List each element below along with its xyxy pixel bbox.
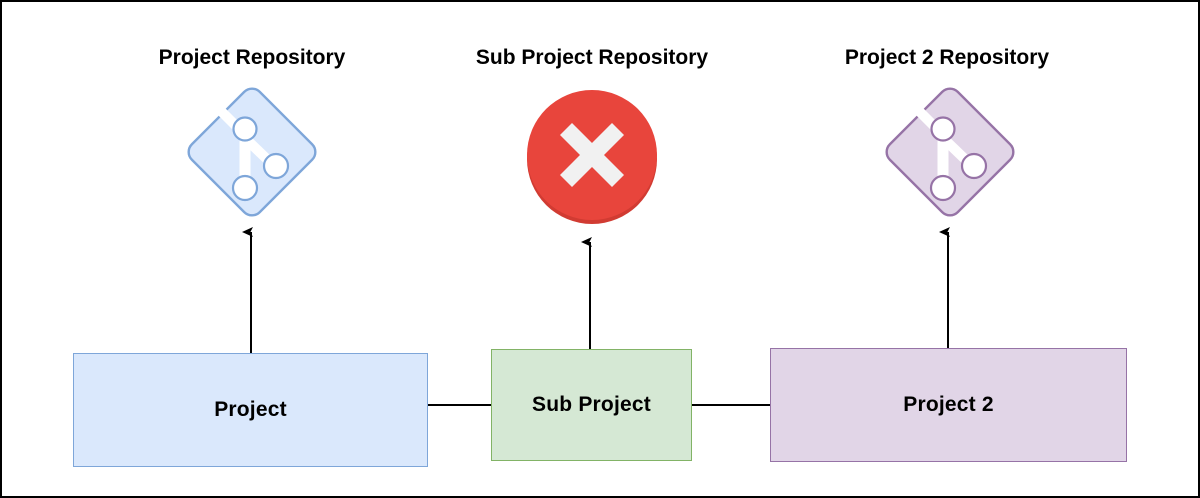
caption-project-2-repository: Project 2 Repository (844, 46, 1050, 69)
caption-project-repository: Project Repository (158, 46, 346, 69)
node-sub-project[interactable]: Sub Project (491, 349, 692, 461)
node-project-2[interactable]: Project 2 (770, 348, 1127, 462)
git-repository-icon-purple (880, 82, 1020, 222)
git-repository-icon-blue (182, 82, 322, 222)
caption-sub-project-repository: Sub Project Repository (475, 46, 709, 69)
error-circle-x-icon (524, 89, 660, 225)
node-project[interactable]: Project (73, 353, 428, 467)
